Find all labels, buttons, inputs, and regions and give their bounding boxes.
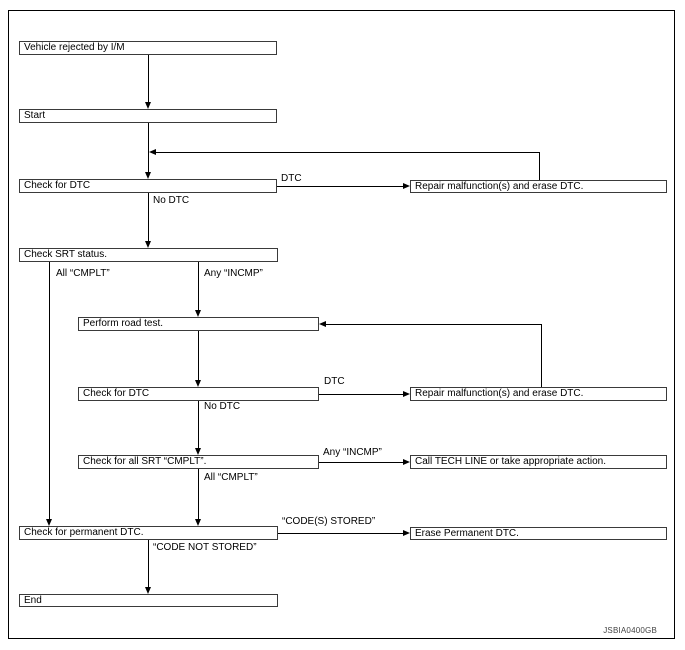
node-repair-erase-dtc-2: Repair malfunction(s) and erase DTC. <box>410 387 667 401</box>
arrowhead-into-techline <box>403 459 410 465</box>
arrowhead-into-checkdtc1 <box>145 172 151 179</box>
arrowhead-into-permanent-mid <box>195 519 201 526</box>
connector-roadtest-to-checkdtc2 <box>198 331 199 380</box>
connector-repair2-feedback-riser <box>541 324 542 387</box>
edge-label-no-dtc-1: No DTC <box>153 195 190 206</box>
connector-start-to-checkdtc1 <box>148 123 149 172</box>
edge-label-any-incmp-1: Any “INCMP” <box>204 268 263 279</box>
node-end: End <box>19 594 278 607</box>
connector-srt-allcmplt-to-permanent <box>49 262 50 519</box>
connector-stored-to-erase <box>278 533 403 534</box>
connector-repair1-feedback <box>156 152 540 153</box>
arrowhead-into-permanent-left <box>46 519 52 526</box>
arrowhead-into-roadtest-right <box>319 321 326 327</box>
connector-checkdtc2-to-allsrt <box>198 401 199 448</box>
arrowhead-into-erase-permanent <box>403 530 410 536</box>
connector-repair1-feedback-riser <box>539 152 540 180</box>
arrowhead-into-repair2 <box>403 391 410 397</box>
connector-permanent-to-end <box>148 540 149 587</box>
edge-label-codes-stored: “CODE(S) STORED” <box>282 516 376 527</box>
edge-label-dtc-2: DTC <box>324 376 345 387</box>
connector-srt-anyincmp-to-roadtest <box>198 262 199 310</box>
node-check-srt-status: Check SRT status. <box>19 248 278 262</box>
node-perform-road-test: Perform road test. <box>78 317 319 331</box>
node-vehicle-rejected: Vehicle rejected by I/M <box>19 41 277 55</box>
connector-checkdtc1-to-srt <box>148 193 149 241</box>
edge-label-no-dtc-2: No DTC <box>204 401 241 412</box>
edge-label-any-incmp-2: Any “INCMP” <box>323 447 382 458</box>
edge-label-dtc-1: DTC <box>281 173 302 184</box>
arrowhead-into-repair1 <box>403 183 410 189</box>
edge-label-code-not-stored: “CODE NOT STORED” <box>153 542 257 553</box>
node-erase-permanent-dtc: Erase Permanent DTC. <box>410 527 667 540</box>
arrowhead-into-end <box>145 587 151 594</box>
connector-allsrt-to-permanent <box>198 469 199 519</box>
node-repair-erase-dtc-1: Repair malfunction(s) and erase DTC. <box>410 180 667 193</box>
node-check-permanent-dtc: Check for permanent DTC. <box>19 526 278 540</box>
connector-incmp-to-techline <box>319 462 403 463</box>
arrowhead-into-start <box>145 102 151 109</box>
node-call-tech-line: Call TECH LINE or take appropriate actio… <box>410 455 667 469</box>
node-check-dtc-2: Check for DTC <box>78 387 319 401</box>
node-check-all-srt-cmplt: Check for all SRT “CMPLT”. <box>78 455 319 469</box>
connector-vehicle-to-start <box>148 55 149 102</box>
connector-dtc1-to-repair1 <box>277 186 403 187</box>
arrowhead-feedback1-merge <box>149 149 156 155</box>
arrowhead-into-roadtest <box>195 310 201 317</box>
arrowhead-into-allsrt <box>195 448 201 455</box>
arrowhead-into-checkdtc2 <box>195 380 201 387</box>
node-check-dtc-1: Check for DTC <box>19 179 277 193</box>
connector-dtc2-to-repair2 <box>319 394 403 395</box>
connector-repair2-feedback <box>326 324 542 325</box>
node-start: Start <box>19 109 277 123</box>
edge-label-all-cmplt-1: All “CMPLT” <box>56 268 110 279</box>
edge-label-all-cmplt-2: All “CMPLT” <box>204 472 258 483</box>
arrowhead-into-srt <box>145 241 151 248</box>
figure-id: JSBIA0400GB <box>603 626 657 635</box>
